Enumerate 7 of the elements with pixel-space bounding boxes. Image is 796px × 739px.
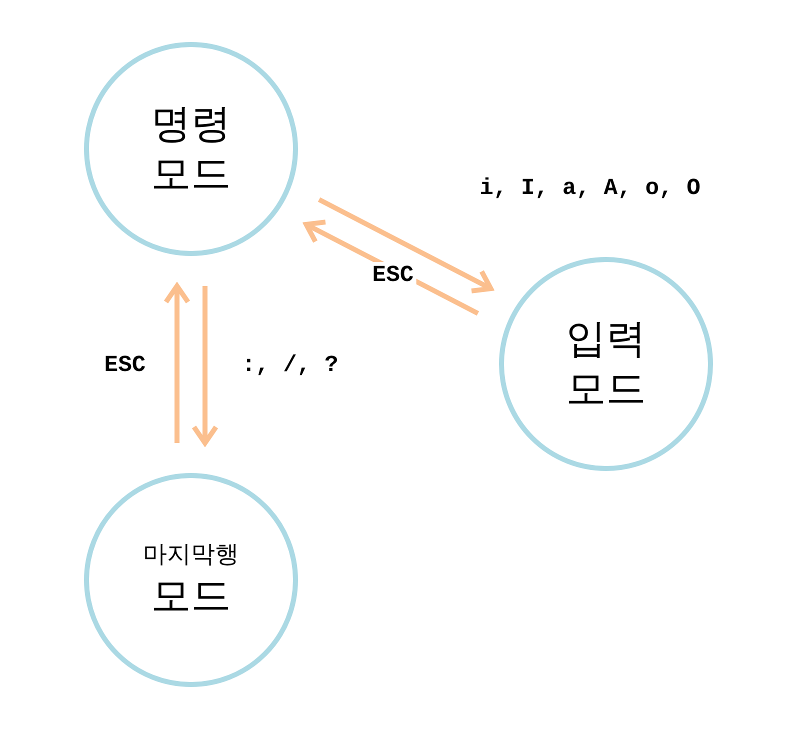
state-label: 명령 모드 <box>150 100 232 199</box>
state-label: 마지막행 <box>142 539 240 570</box>
state-label: 입력 모드 <box>565 315 647 414</box>
state-label: 모드 <box>150 572 232 621</box>
arrow <box>164 284 190 443</box>
arrow <box>192 286 218 446</box>
arrow <box>318 197 494 294</box>
